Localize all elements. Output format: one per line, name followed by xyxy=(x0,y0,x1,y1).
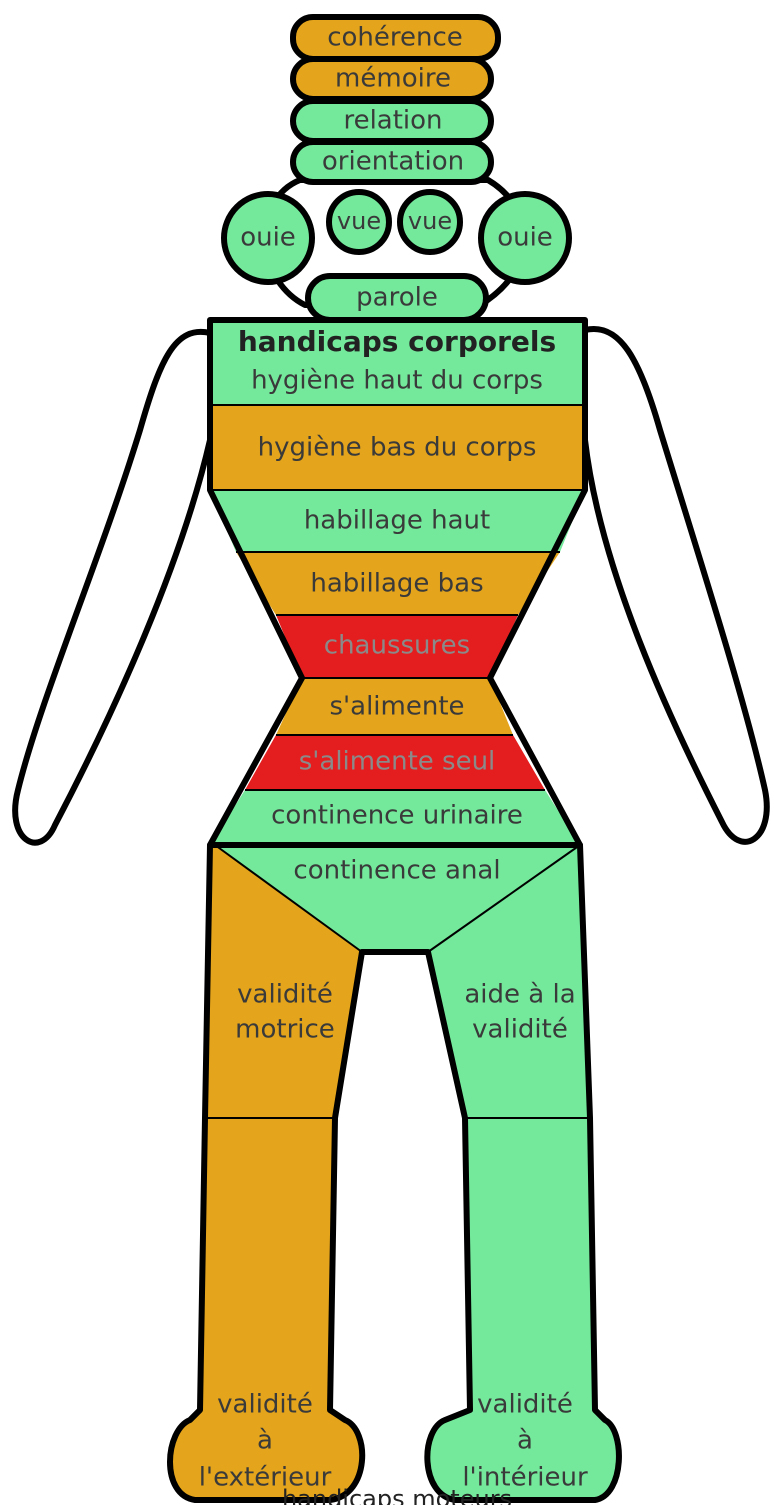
continence-anal-label: continence anal xyxy=(293,856,500,886)
chaussures-label: chaussures xyxy=(324,631,470,661)
ouie-right-label: ouie xyxy=(497,223,553,253)
vue-right-label: vue xyxy=(408,207,452,235)
habillage-haut-label: habillage haut xyxy=(304,506,490,536)
orientation-label: orientation xyxy=(322,147,464,177)
validite-motrice-line1: validité xyxy=(237,980,333,1010)
left-arm xyxy=(15,332,210,843)
ouie-left-label: ouie xyxy=(240,223,296,253)
hygiene-haut-label: hygiène haut du corps xyxy=(251,366,543,396)
s-alimente-seul-label: s'alimente seul xyxy=(299,747,496,777)
validite-exterieur-line2: à xyxy=(257,1426,273,1456)
memoire-label: mémoire xyxy=(335,64,451,94)
habillage-bas-label: habillage bas xyxy=(310,569,483,599)
continence-urinaire-label: continence urinaire xyxy=(271,801,523,831)
validite-interieur-line2: à xyxy=(517,1426,533,1456)
hygiene-bas-label: hygiène bas du corps xyxy=(258,433,537,463)
validite-exterieur-line1: validité xyxy=(217,1390,313,1420)
parole-label: parole xyxy=(356,283,438,313)
caption: handicaps moteurs xyxy=(282,1485,512,1505)
relation-label: relation xyxy=(343,106,442,136)
aide-validite-line1: aide à la xyxy=(464,980,575,1010)
right-arm xyxy=(585,329,767,842)
vue-left-label: vue xyxy=(337,207,381,235)
coherence-label: cohérence xyxy=(327,23,463,53)
torso-title: handicaps corporels xyxy=(238,325,556,358)
aide-validite-line2: validité xyxy=(472,1015,568,1045)
s-alimente-label: s'alimente xyxy=(329,692,464,722)
validite-interieur-line1: validité xyxy=(477,1390,573,1420)
validite-motrice-line2: motrice xyxy=(235,1015,335,1045)
